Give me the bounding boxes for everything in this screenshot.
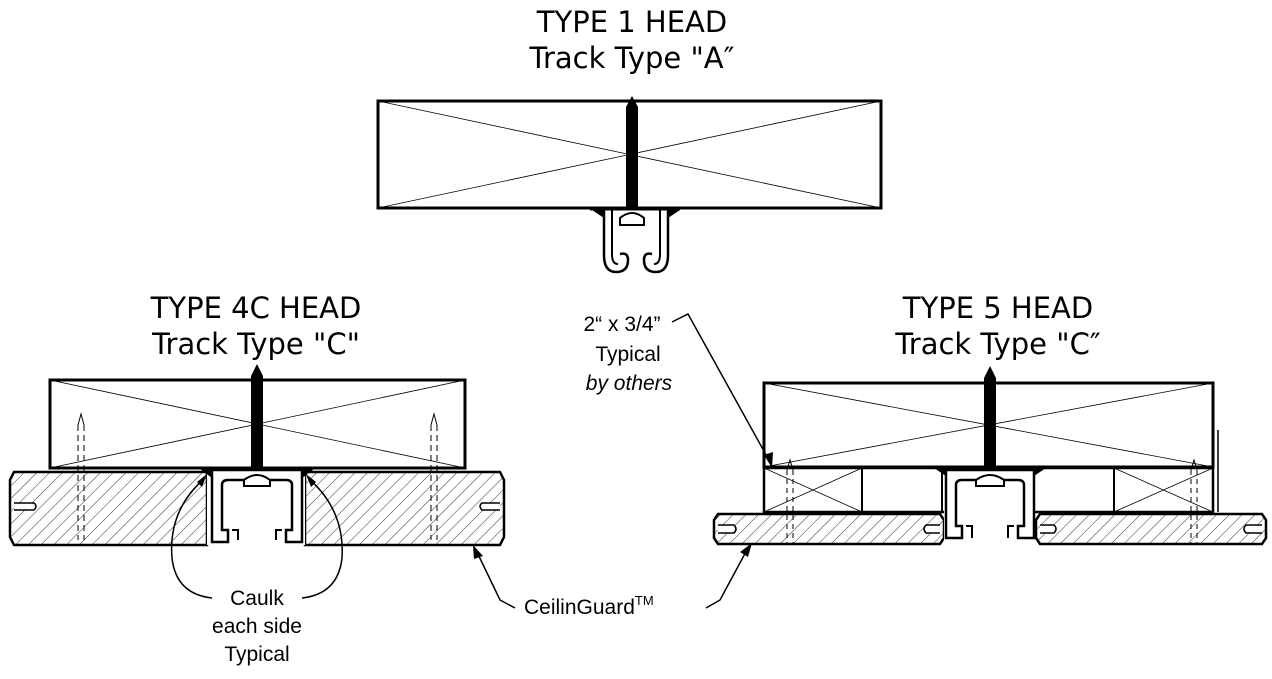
type5-nail-right	[1190, 458, 1198, 544]
lumber-note-line3: by others	[586, 372, 673, 395]
type5-ceilinguard-right-panel	[1034, 512, 1268, 546]
lumber-note-line2: Typical	[595, 343, 660, 366]
type5-ceilinguard-left-panel	[712, 512, 946, 546]
type5-subtitle: Track Type "C″	[894, 327, 1101, 361]
type1-title: TYPE 1 HEAD	[536, 5, 727, 39]
caulk-note-line3: Typical	[224, 643, 289, 666]
lumber-note-line1: 2“ x 3/4”	[583, 313, 660, 336]
type1-screw	[626, 96, 638, 207]
type4c-track-c	[200, 468, 314, 545]
type4c-screw	[251, 364, 263, 468]
ceilinguard-trademark: TM	[635, 593, 654, 608]
caulk-note-line2: each side	[212, 615, 302, 638]
type4c-title: TYPE 4C HEAD	[150, 291, 362, 325]
caulk-note-line1: Caulk	[230, 587, 284, 610]
ceilinguard-leader-left	[473, 545, 516, 609]
ceilinguard-leader-right	[705, 543, 752, 609]
type1-subtitle: Track Type "A″	[529, 41, 735, 75]
type4c-ceilinguard-left-panel	[8, 470, 209, 547]
type4c-ceilinguard-right-panel	[303, 470, 506, 547]
type5-track-c	[934, 468, 1046, 543]
caulk-leader-right	[301, 474, 343, 599]
type1-track-a	[590, 207, 680, 274]
type4c-subtitle: Track Type "C"	[151, 327, 360, 361]
type5-nail-left	[786, 458, 794, 544]
type5-screw	[984, 366, 996, 468]
lumber-note-leader	[671, 313, 773, 468]
caulk-leader-left	[170, 474, 213, 599]
type5-title: TYPE 5 HEAD	[902, 291, 1093, 325]
ceilinguard-name: CeilinGuard	[524, 596, 635, 619]
ceilinguard-label: CeilinGuardTM	[524, 593, 654, 619]
